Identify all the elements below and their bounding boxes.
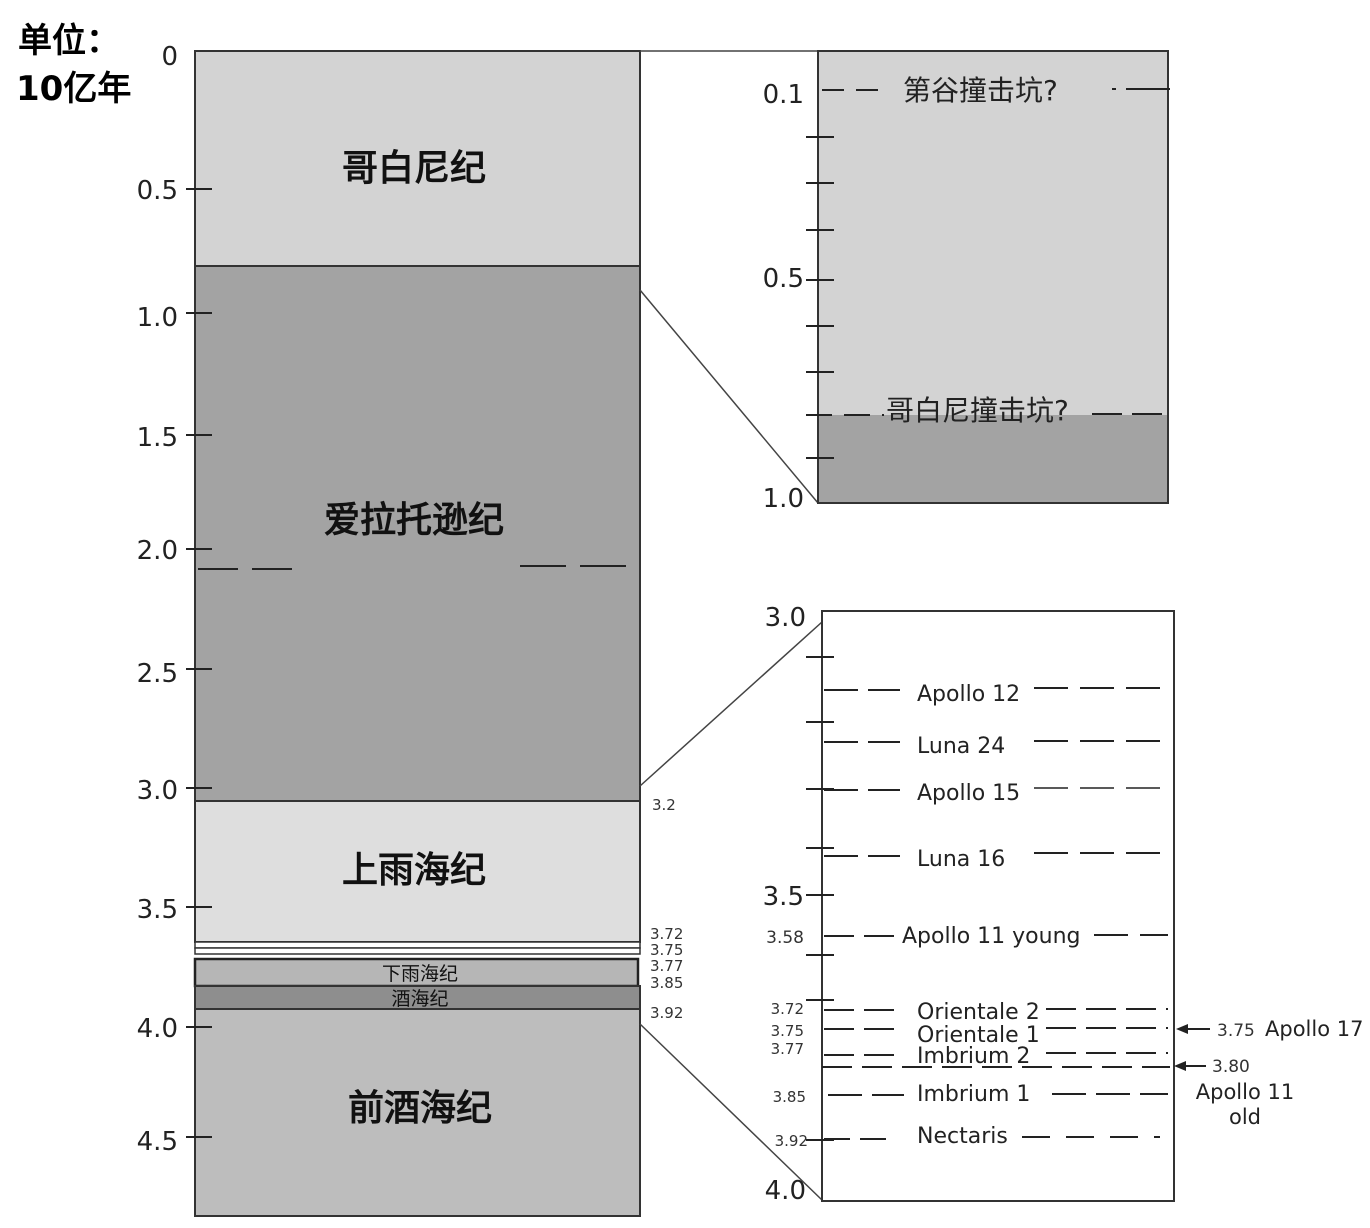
apollo11-name-line1: Apollo 11 [1196,1080,1294,1104]
main-tick-label: 4.0 [137,1014,178,1044]
main-tick-label: 4.5 [137,1127,178,1157]
main-tick-label: 1.5 [137,423,178,453]
event-label: Orientale 1 [917,1023,1040,1048]
thin-band-3-75 [194,947,641,955]
main-tick-label: 0.5 [137,176,178,206]
period-label-pre-nectarian: 前酒海纪 [348,1088,492,1129]
boundary-label: 3.77 [650,957,683,975]
upper-inset-tick-label: 0.1 [763,80,804,110]
boundary-label: 3.92 [650,1004,683,1022]
arrow-apollo11-head-icon [1174,1061,1186,1071]
event-label: Nectaris [917,1124,1008,1149]
boundary-labels: 3.2 3.72 3.75 3.77 3.85 3.92 [650,796,683,1022]
lower-inset-small-label: 3.75 [771,1022,804,1040]
lower-inset-tick-label: 3.0 [765,603,806,633]
period-label-upper-imbrian: 上雨海纪 [342,850,486,891]
event-label: Apollo 12 [917,682,1020,707]
event-label: Luna 24 [917,734,1005,759]
event-label: Apollo 15 [917,781,1020,806]
lower-inset-small-label: 3.85 [773,1088,806,1106]
upper-inset-frame [817,50,1169,504]
event-label: Luna 16 [917,847,1005,872]
main-tick-label: 0 [161,42,178,72]
main-tick-label: 1.0 [137,303,178,333]
lower-inset-small-label: 3.92 [775,1132,808,1150]
main-tick-label: 2.0 [137,536,178,566]
period-label-copernican: 哥白尼纪 [342,148,486,189]
lower-inset-frame [821,610,1175,1202]
apollo17-age: 3.75 [1217,1021,1255,1041]
period-block-copernican [194,50,641,267]
connector-line [639,621,823,787]
lower-inset-tick-label: 3.5 [763,882,804,912]
period-label-lower-imbrian: 下雨海纪 [382,963,458,985]
main-tick-label: 2.5 [137,659,178,689]
apollo11-age: 3.80 [1212,1057,1250,1077]
event-label: Imbrium 2 [917,1044,1030,1069]
lower-inset-tick-label: 4.0 [765,1176,806,1206]
boundary-label: 3.2 [652,796,676,814]
boundary-label: 3.85 [650,974,683,992]
event-label-tycho: 第谷撞击坑? [903,74,1058,107]
upper-inset-tick-label: 1.0 [763,484,804,514]
period-block-pre-nectarian [194,1008,641,1217]
lower-inset: 3.0 3.5 4.0 3.58 3.72 3.75 3.77 3.85 3.9… [763,603,1364,1206]
period-label-eratosthenian: 爱拉托逊纪 [324,500,504,541]
main-tick-label: 3.5 [137,895,178,925]
lower-inset-small-label: 3.77 [771,1040,804,1058]
boundary-label: 3.72 [650,925,683,943]
event-label: Imbrium 1 [917,1082,1030,1107]
period-block-lower-imbrian [193,957,640,988]
upper-inset-light-area [818,51,1168,415]
event-label: Apollo 11 young [902,924,1080,949]
connector-line [639,289,819,504]
lower-inset-small-label: 3.72 [771,1000,804,1018]
main-axis: 0 0.5 1.0 1.5 2.0 2.5 3.0 3.5 4.0 4.5 [137,42,212,1157]
boundary-label: 3.75 [650,941,683,959]
period-label-nectarian: 酒海纪 [391,988,448,1010]
event-label: Orientale 2 [917,1000,1040,1025]
unit-label-line2: 10亿年 [16,69,131,109]
arrow-apollo17-head-icon [1176,1024,1188,1034]
period-block-upper-imbrian [194,800,641,943]
lower-inset-small-label: 3.58 [766,928,804,948]
unit-label-line1: 单位： [18,21,120,61]
apollo11-name-line2: old [1229,1105,1261,1129]
thin-band-3-72 [194,941,641,949]
upper-inset-tick-label: 0.5 [763,264,804,294]
zoom-connectors [639,50,1168,1201]
period-block-eratosthenian [194,265,641,802]
upper-inset: 0.1 0.5 1.0 第谷撞击坑? 哥白尼撞击坑? [763,50,1170,514]
connector-line [639,1023,823,1201]
apollo17-name: Apollo 17 [1265,1017,1363,1041]
event-label-copernicus: 哥白尼撞击坑? [886,394,1069,427]
upper-inset-dark-area [818,415,1168,503]
main-tick-label: 3.0 [137,776,178,806]
main-column: 哥白尼纪 爱拉托逊纪 上雨海纪 下雨海纪 酒海纪 前酒海纪 [193,50,641,1217]
